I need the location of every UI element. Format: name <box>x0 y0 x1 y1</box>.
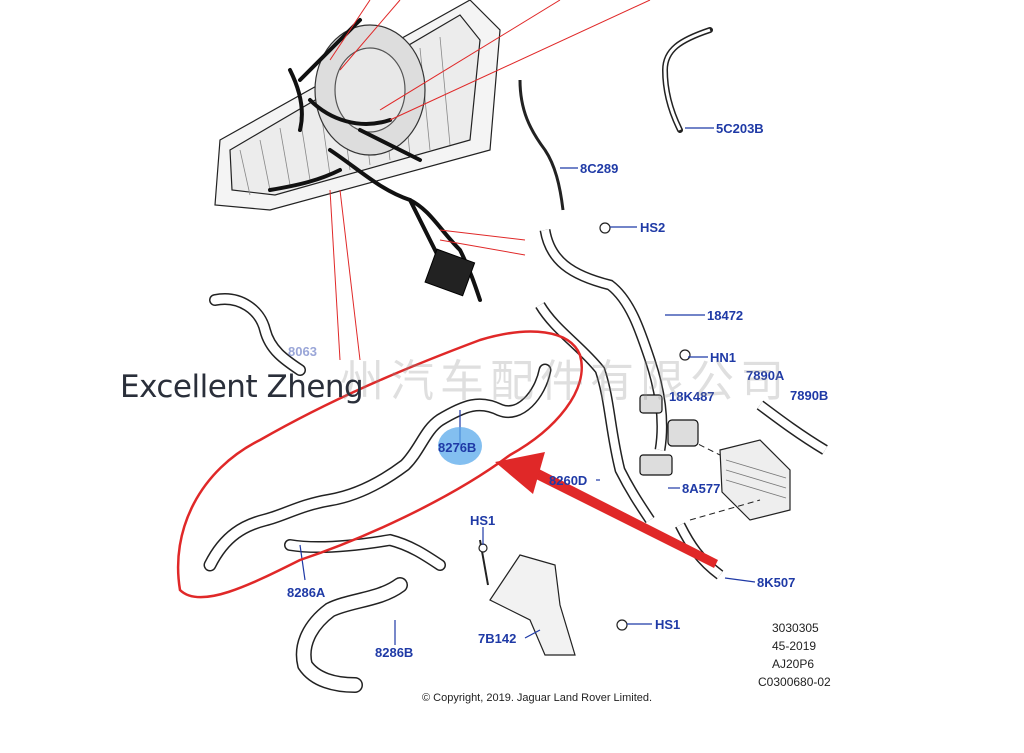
label-7890b: 7890B <box>790 388 829 403</box>
oil-cooler <box>719 439 791 521</box>
doc-code: C0300680-02 <box>758 675 831 689</box>
doc-model: AJ20P6 <box>772 657 815 671</box>
label-8k507: 8K507 <box>757 575 796 590</box>
wiring-harness <box>268 18 482 302</box>
hose-8276b <box>203 363 552 572</box>
hose-8286b <box>295 577 408 693</box>
hose-5c203b <box>661 27 713 133</box>
label-18472: 18472 <box>707 308 744 323</box>
hose-8063 <box>209 293 306 376</box>
label-hs1-upper: HS1 <box>470 513 496 528</box>
label-8286b: 8286B <box>375 645 414 660</box>
label-hs2: HS2 <box>640 220 666 235</box>
watermark-english: Excellent Zheng <box>120 369 364 405</box>
label-8286a: 8286A <box>287 585 326 600</box>
label-8c289: 8C289 <box>580 161 619 176</box>
highlight-dot <box>438 427 482 465</box>
thermostat-cluster <box>639 394 699 476</box>
label-hs1-lower: HS1 <box>655 617 681 632</box>
copyright-notice: © Copyright, 2019. Jaguar Land Rover Lim… <box>422 692 653 704</box>
label-8a577: 8A577 <box>682 481 721 496</box>
watermark-chinese: 州汽车配件有限公司 <box>340 356 790 407</box>
red-arrow <box>495 452 718 568</box>
label-5c203b: 5C203B <box>716 121 764 136</box>
label-8260d: 8260D <box>549 473 588 488</box>
doc-number: 3030305 <box>772 621 819 635</box>
doc-date: 45-2019 <box>772 639 817 653</box>
fasteners <box>478 222 691 631</box>
red-pointer-lines <box>329 0 651 361</box>
pipe-8c289 <box>518 79 565 211</box>
label-hn1: HN1 <box>710 350 737 365</box>
harness-bracket <box>424 248 476 297</box>
label-18k487: 18K487 <box>669 389 715 404</box>
label-8276b: 8276B <box>438 440 477 455</box>
label-8063: 8063 <box>288 344 317 359</box>
hose-8286a <box>284 533 446 571</box>
radiator-assembly <box>214 0 501 211</box>
red-annotation-loop <box>176 330 583 599</box>
label-7b142: 7B142 <box>478 631 517 646</box>
label-7890a: 7890A <box>746 368 785 383</box>
